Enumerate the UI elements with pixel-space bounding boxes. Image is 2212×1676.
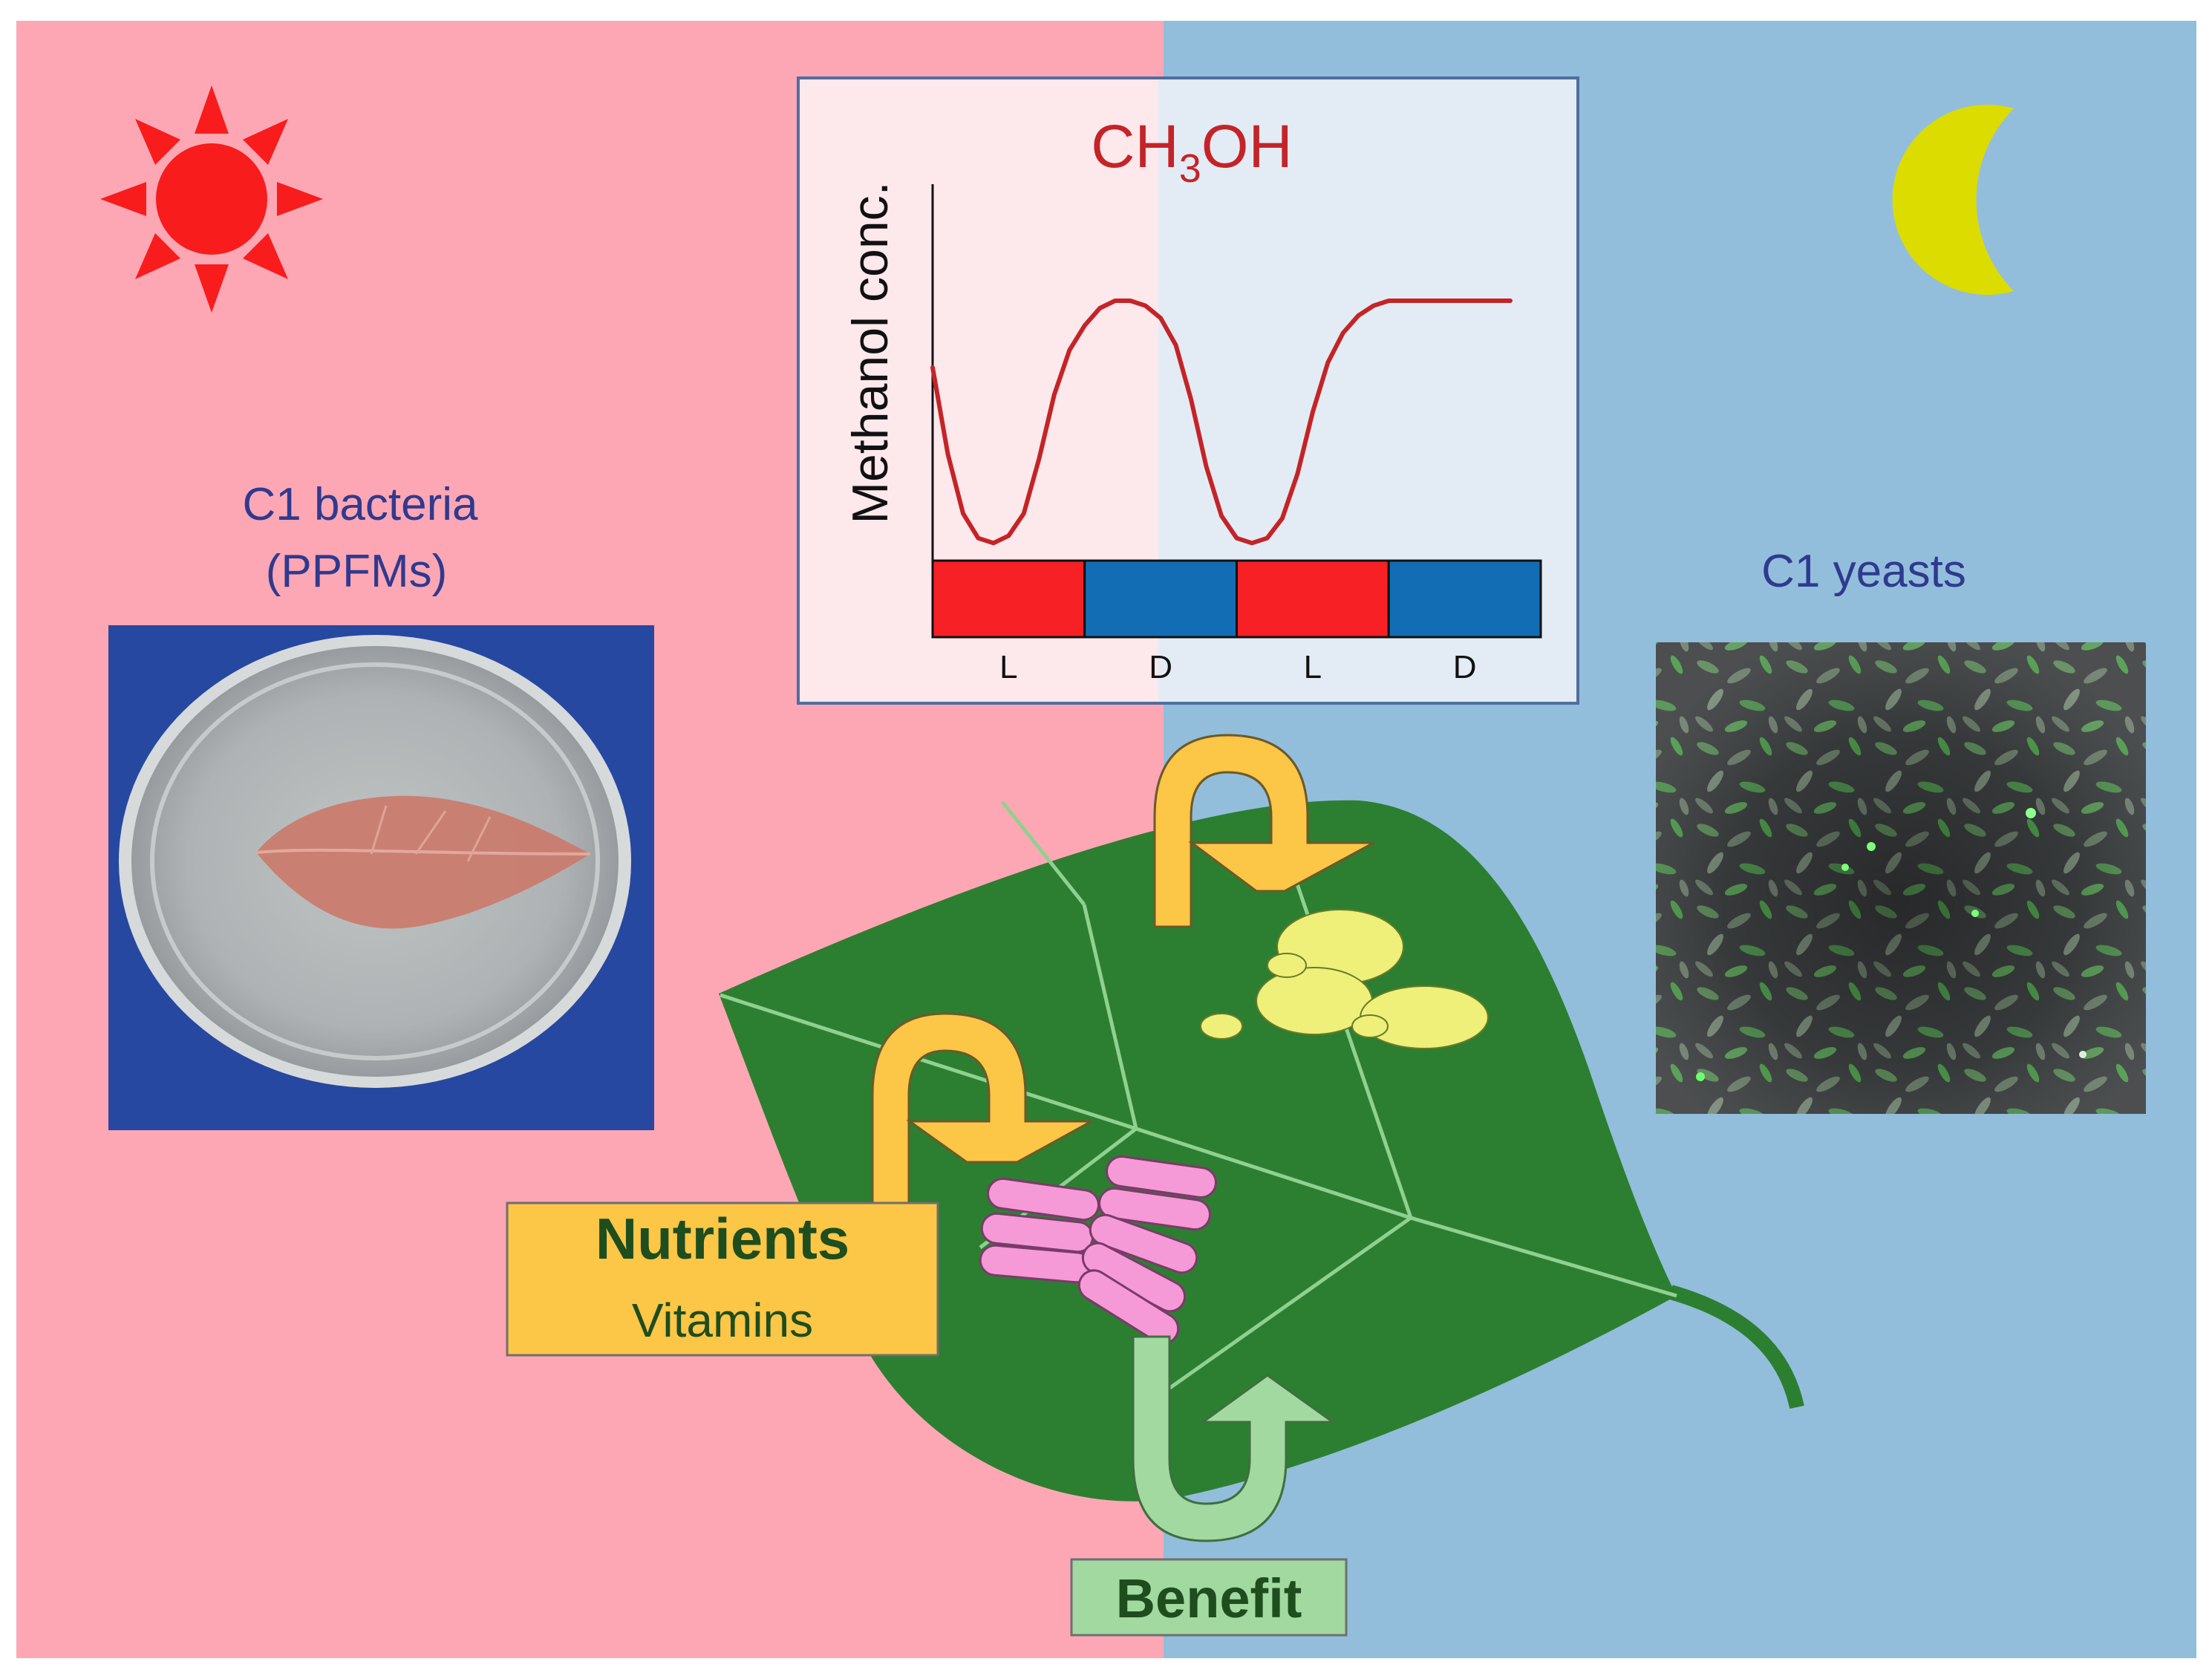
benefit-box: Benefit [1070,1558,1348,1637]
phase-label-3: L [1304,649,1322,685]
arrow-to-yeast [1153,734,1374,928]
benefit-label: Benefit [1116,1568,1302,1629]
chart-title: CH3OH [1091,113,1292,191]
bacteria-cluster [979,1155,1217,1345]
phase-bar-1 [931,559,1086,639]
chart-title-part-1: CH [1091,113,1178,180]
phase-label-2: D [1149,649,1172,685]
yeast-cluster [1200,909,1489,1049]
vitamins-label: Vitamins [632,1294,813,1347]
petri-dish-photo [108,625,654,1130]
methanol-chart: CH3OH Methanol conc. L D L D [797,76,1579,705]
c1-yeasts-label: C1 yeasts [1761,546,1966,597]
phase-label-1: L [999,649,1017,685]
leaf-stem [1668,1285,1804,1409]
phase-bar-3 [1236,559,1390,639]
chart-title-subscript: 3 [1179,146,1201,191]
arrow-to-bacteria [871,1012,1092,1208]
yeast-micrograph-photo [1656,642,2146,1114]
chart-title-part-2: OH [1201,113,1293,180]
ppfms-label: (PPFMs) [266,546,448,597]
phase-bar-4 [1387,559,1542,639]
benefit-arrow [1132,1335,1337,1542]
chart-y-axis-label: Methanol conc. [842,181,898,524]
phase-label-4: D [1453,649,1477,685]
phase-bar-2 [1083,559,1238,639]
moon-icon [1892,104,2014,296]
sun-icon [100,85,323,313]
leaf-illustration [719,800,1804,1501]
c1-bacteria-label: C1 bacteria [242,479,478,530]
nutrients-box: Nutrients Vitamins [506,1201,939,1357]
nutrients-label: Nutrients [596,1206,849,1271]
methanol-curve [930,299,1513,546]
